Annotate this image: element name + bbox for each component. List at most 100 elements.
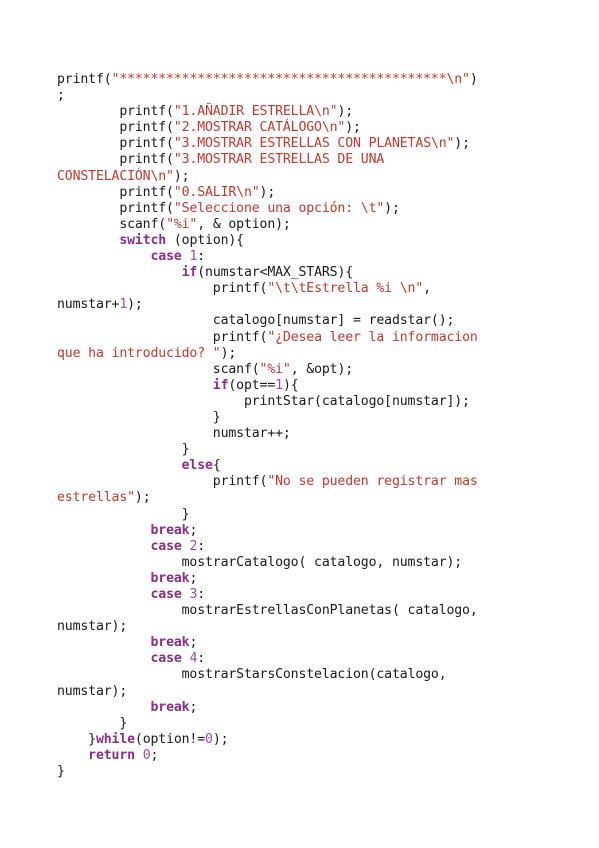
code-token: numstar); xyxy=(57,683,128,699)
number-token: 1 xyxy=(275,377,283,393)
string-token: "No se pueden registrar mas xyxy=(267,474,478,490)
code-line: } xyxy=(57,442,592,458)
code-token xyxy=(57,700,150,715)
code-line: case 2: xyxy=(57,539,592,555)
code-token: printf( xyxy=(57,281,268,297)
code-token: : xyxy=(197,249,206,265)
code-line: scanf("%i", &opt); xyxy=(57,362,592,378)
code-line: que ha introducido? "); xyxy=(57,346,592,362)
code-line: printf("Seleccione una opción: \t"); xyxy=(57,201,592,217)
code-line: estrellas"); xyxy=(57,490,592,506)
code-token xyxy=(57,587,150,602)
code-token: ); xyxy=(212,731,229,747)
code-token xyxy=(57,651,150,666)
code-token: ); xyxy=(134,490,151,506)
code-line: break; xyxy=(57,635,592,651)
code-block: printf("********************************… xyxy=(57,72,592,780)
code-token: ); xyxy=(173,168,190,184)
code-line: ; xyxy=(57,88,592,104)
code-token: : xyxy=(197,587,206,602)
code-token xyxy=(57,748,88,763)
code-token: mostrarStarsConstelacion(catalogo, xyxy=(57,667,447,683)
code-token xyxy=(57,539,150,554)
code-token xyxy=(135,748,143,763)
keyword-token: switch xyxy=(119,232,167,248)
number-token: 0 xyxy=(142,747,151,763)
number-token: 4 xyxy=(189,651,198,667)
code-token xyxy=(57,233,119,248)
code-token: numstar+ xyxy=(57,297,120,313)
code-token xyxy=(57,635,150,650)
code-line: switch (option){ xyxy=(57,233,592,249)
string-token: "%i" xyxy=(259,361,291,377)
code-line: printf("0.SALIR\n"); xyxy=(57,185,592,201)
code-token: mostrarCatalogo( catalogo, numstar); xyxy=(57,554,463,570)
string-token: "%i" xyxy=(166,216,198,232)
code-token: mostrarEstrellasConPlanetas( catalogo, xyxy=(57,603,478,619)
keyword-token: if xyxy=(181,265,198,281)
code-line: break; xyxy=(57,700,592,716)
string-token: CONSTELACIÓN\n" xyxy=(57,168,174,184)
keyword-token: case xyxy=(150,651,182,667)
code-token: (option){ xyxy=(166,232,244,248)
code-token: } xyxy=(57,731,96,747)
code-line: CONSTELACIÓN\n"); xyxy=(57,169,592,185)
code-token xyxy=(57,378,213,393)
code-token: ); xyxy=(259,184,276,200)
code-token: ; xyxy=(57,88,65,104)
code-line: numstar); xyxy=(57,619,592,635)
code-token: printf( xyxy=(57,329,268,345)
string-token: "0.SALIR\n" xyxy=(173,184,260,200)
code-line: }while(option!=0); xyxy=(57,732,592,748)
code-token: ; xyxy=(189,699,198,715)
code-line: numstar); xyxy=(57,684,592,700)
keyword-token: while xyxy=(95,731,135,747)
string-token: "¿Desea leer la informacion xyxy=(267,329,478,345)
string-token: "Seleccione una opción: \t" xyxy=(173,200,385,216)
code-token: printf( xyxy=(57,200,174,216)
code-token: printf( xyxy=(57,104,174,120)
code-token: ; xyxy=(150,747,159,763)
code-token xyxy=(57,458,182,473)
number-token: 2 xyxy=(189,538,198,554)
string-token: "2.MOSTRAR CATÁLOGO\n" xyxy=(173,120,346,136)
code-line: printf("\t\tEstrella %i \n", xyxy=(57,281,592,297)
code-token: numstar); xyxy=(57,619,128,635)
code-line: printStar(catalogo[numstar]); xyxy=(57,394,592,410)
code-line: printf("3.MOSTRAR ESTRELLAS CON PLANETAS… xyxy=(57,136,592,152)
keyword-token: break xyxy=(150,522,190,538)
code-line: mostrarStarsConstelacion(catalogo, xyxy=(57,667,592,683)
number-token: 1 xyxy=(189,249,198,265)
keyword-token: return xyxy=(88,747,135,763)
code-line: printf("2.MOSTRAR CATÁLOGO\n"); xyxy=(57,120,592,136)
string-token: que ha introducido? " xyxy=(57,345,221,361)
keyword-token: case xyxy=(150,538,182,554)
number-token: 3 xyxy=(189,587,198,602)
code-line: printf("********************************… xyxy=(57,72,592,88)
keyword-token: break xyxy=(150,699,190,715)
code-token: (option!= xyxy=(134,731,206,747)
code-line: mostrarCatalogo( catalogo, numstar); xyxy=(57,555,592,571)
code-token: catalogo[numstar] = readstar(); xyxy=(57,313,455,329)
code-token: ); xyxy=(345,120,361,136)
keyword-token: case xyxy=(150,249,182,265)
number-token: 1 xyxy=(119,297,128,313)
code-line: printf("1.AÑADIR ESTRELLA\n"); xyxy=(57,104,592,120)
code-line: printf("¿Desea leer la informacion xyxy=(57,330,592,346)
code-token: ); xyxy=(384,200,400,216)
code-token: printf( xyxy=(57,136,174,152)
code-token: ); xyxy=(220,345,237,361)
code-token xyxy=(57,265,182,280)
code-token: ); xyxy=(454,136,470,152)
code-token: printf( xyxy=(57,120,174,136)
keyword-token: else xyxy=(181,458,213,474)
code-line: numstar+1); xyxy=(57,297,592,313)
code-token: } xyxy=(57,409,221,425)
code-token: : xyxy=(197,538,206,554)
code-token: { xyxy=(212,458,221,474)
code-line: case 1: xyxy=(57,249,592,265)
code-token: scanf( xyxy=(57,361,260,377)
string-token: estrellas" xyxy=(57,490,135,506)
number-token: 0 xyxy=(205,731,213,747)
string-token: "3.MOSTRAR ESTRELLAS CON PLANETAS\n" xyxy=(173,136,455,152)
